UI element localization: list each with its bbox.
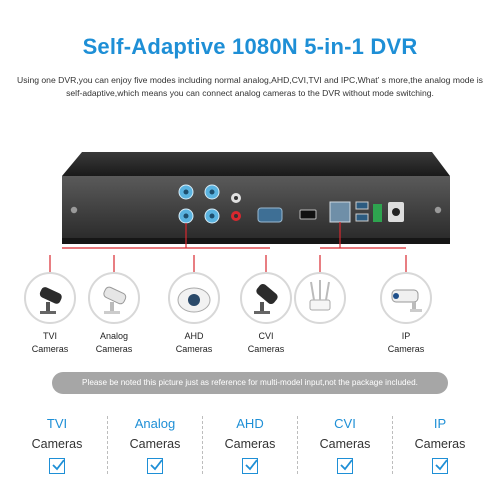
cvi-camera-image bbox=[240, 272, 292, 324]
divider bbox=[107, 416, 108, 474]
mode-name: AHD bbox=[236, 416, 264, 431]
mode-word: Cameras bbox=[319, 437, 371, 451]
camera-types-row: TVI Cameras Analog Cameras AHD Cameras C… bbox=[0, 255, 500, 365]
cam-label-ip: IP Cameras bbox=[371, 330, 441, 356]
mode-ahd: AHD Cameras bbox=[207, 410, 293, 482]
bullet-camera-icon bbox=[254, 283, 278, 314]
mode-ip: IP Cameras bbox=[397, 410, 483, 482]
mode-name: CVI bbox=[334, 416, 356, 431]
mode-analog: Analog Cameras bbox=[112, 410, 198, 482]
check-icon bbox=[49, 458, 65, 474]
ahd-camera-image bbox=[168, 272, 220, 324]
cam-label-tvi: TVI Cameras bbox=[15, 330, 85, 356]
bullet-camera-icon bbox=[103, 286, 127, 314]
bullet-camera-icon bbox=[39, 287, 62, 314]
page-title: Self-Adaptive 1080N 5-in-1 DVR bbox=[82, 34, 418, 59]
mode-cvi: CVI Cameras bbox=[302, 410, 388, 482]
tvi-camera-image bbox=[24, 272, 76, 324]
mode-word: Cameras bbox=[31, 437, 83, 451]
analog-camera-image bbox=[88, 272, 140, 324]
check-icon bbox=[147, 458, 163, 474]
ip-camera-icon bbox=[391, 289, 422, 312]
mode-name: IP bbox=[433, 416, 447, 431]
cam-word: Cameras bbox=[95, 344, 133, 354]
router-icon bbox=[309, 280, 331, 311]
ip-camera-image bbox=[380, 272, 432, 324]
cam-label-analog: Analog Cameras bbox=[79, 330, 149, 356]
mode-word: Cameras bbox=[224, 437, 276, 451]
check-icon bbox=[242, 458, 258, 474]
mode-word: Cameras bbox=[129, 437, 181, 451]
dome-camera-icon bbox=[177, 287, 211, 313]
cam-type: CVI bbox=[258, 331, 274, 341]
cam-label-ahd: AHD Cameras bbox=[159, 330, 229, 356]
mode-name: TVI bbox=[46, 416, 68, 431]
divider bbox=[202, 416, 203, 474]
check-icon bbox=[432, 458, 448, 474]
mode-word: Cameras bbox=[414, 437, 466, 451]
connector-lines bbox=[49, 255, 407, 272]
cam-word: Cameras bbox=[31, 344, 69, 354]
check-icon bbox=[337, 458, 353, 474]
cam-word: Cameras bbox=[247, 344, 285, 354]
supported-modes-table: TVI Cameras Analog Cameras AHD Cameras C… bbox=[14, 410, 486, 482]
divider bbox=[297, 416, 298, 474]
cam-label-cvi: CVI Cameras bbox=[231, 330, 301, 356]
notice-bar: Please be noted this picture just as ref… bbox=[52, 372, 448, 394]
cam-word: Cameras bbox=[387, 344, 425, 354]
mode-name: Analog bbox=[134, 416, 176, 431]
divider bbox=[392, 416, 393, 474]
mode-tvi: TVI Cameras bbox=[14, 410, 100, 482]
router-image bbox=[294, 272, 346, 324]
cam-type: AHD bbox=[184, 331, 204, 341]
cam-type: IP bbox=[401, 331, 411, 341]
dvr-rear-panel-image bbox=[62, 152, 450, 249]
cam-word: Cameras bbox=[175, 344, 213, 354]
description-text: Using one DVR,you can enjoy five modes i… bbox=[17, 75, 483, 98]
cam-type: Analog bbox=[99, 331, 129, 341]
cam-type: TVI bbox=[42, 331, 57, 341]
